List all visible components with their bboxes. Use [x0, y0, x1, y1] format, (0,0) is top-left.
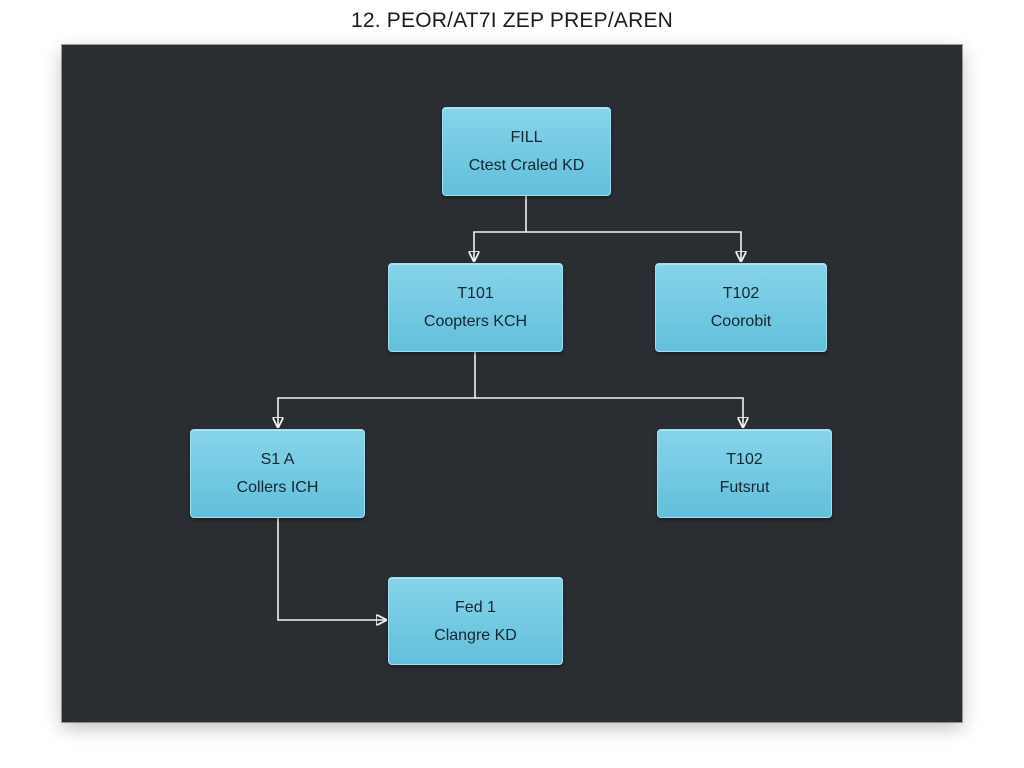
page-title: 12. PEOR/AT7I ZEP PREP/AREN	[350, 9, 674, 32]
node-code: Fed 1	[455, 598, 496, 616]
diagram-canvas: FILL Ctest Craled KD T101 Coopters KCH T…	[62, 45, 962, 722]
node-label: Coopters KCH	[423, 313, 528, 330]
edge-t101-to-t102b	[475, 397, 743, 427]
node-t102-futsrut[interactable]: T102 Futsrut	[657, 429, 832, 518]
node-code: T101	[457, 285, 494, 302]
node-code: S1 A	[260, 451, 295, 468]
node-code: T102	[726, 451, 763, 468]
edge-root-to-t101	[474, 196, 527, 261]
node-label: Coorobit	[710, 313, 772, 330]
node-code: FILL	[510, 129, 543, 146]
node-t102-coorobit[interactable]: T102 Coorobit	[655, 263, 827, 352]
edge-root-to-t102a	[526, 231, 741, 261]
edge-s1a-to-fed1	[277, 518, 386, 620]
node-label: Collers ICH	[236, 479, 319, 496]
node-fill[interactable]: FILL Ctest Craled KD	[442, 107, 611, 196]
node-s1a[interactable]: S1 A Collers ICH	[190, 429, 365, 518]
node-label: Clangre KD	[434, 626, 517, 644]
node-label: Futsrut	[719, 479, 770, 496]
node-label: Ctest Craled KD	[468, 157, 585, 174]
node-t101[interactable]: T101 Coopters KCH	[388, 263, 563, 352]
node-fed1[interactable]: Fed 1 Clangre KD	[388, 577, 563, 665]
node-code: T102	[722, 285, 760, 302]
edge-t101-to-s1a	[278, 352, 476, 427]
